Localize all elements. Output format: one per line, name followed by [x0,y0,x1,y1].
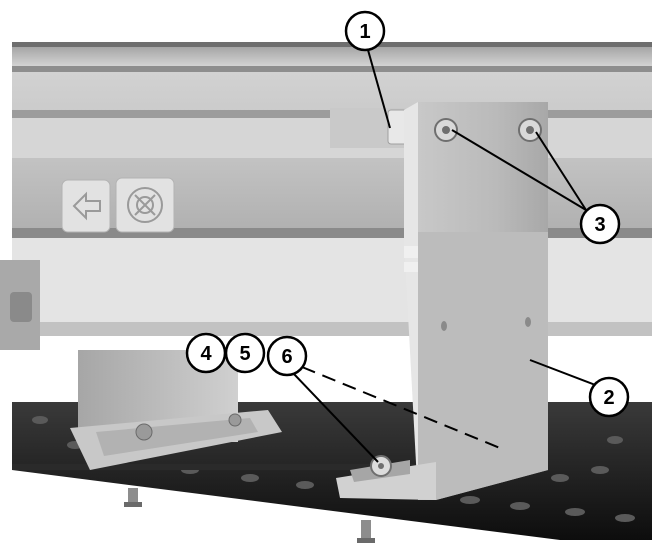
svg-text:4: 4 [200,343,212,365]
callout-5: 5 [224,332,266,374]
svg-text:6: 6 [281,346,292,368]
svg-text:1: 1 [359,21,370,43]
callout-3: 3 [579,203,621,245]
arrow-left-icon [61,179,111,233]
callout-1: 1 [344,10,386,52]
callout-4: 4 [185,332,227,374]
rail-lower-track [12,238,652,333]
rotation-icon [115,177,175,233]
leader-lines [292,49,599,463]
svg-text:2: 2 [603,387,614,409]
svg-text:5: 5 [239,343,250,365]
plate-holes [32,416,635,522]
small-mounting-bracket [70,350,282,470]
svg-text:3: 3 [594,214,605,236]
callout-6: 6 [266,335,308,377]
bottom-bolts [124,488,375,543]
callout-2: 2 [588,376,630,418]
main-u-bracket [336,102,548,500]
belt-teeth [12,42,652,47]
